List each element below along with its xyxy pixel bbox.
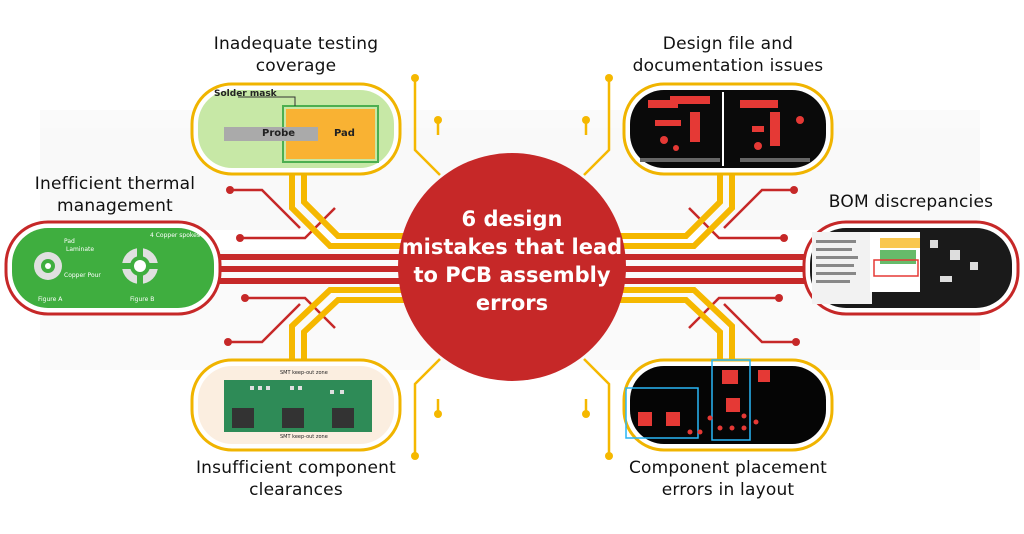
label-design-file-line1: Design file and bbox=[662, 34, 794, 54]
label-placement-line2: errors in layout bbox=[661, 480, 795, 500]
label-clearances: Insufficient component clearances bbox=[176, 457, 416, 501]
label-design-file: Design file and documentation issues bbox=[608, 33, 848, 77]
label-bom: BOM discrepancies bbox=[806, 191, 1016, 213]
yellow-thin-traces bbox=[413, 78, 611, 456]
red-trace-dots bbox=[224, 186, 800, 346]
yellow-traces bbox=[289, 172, 735, 362]
pad-label: Pad bbox=[334, 128, 355, 139]
red-bus-left bbox=[214, 254, 404, 284]
probe-label: Probe bbox=[262, 128, 296, 139]
label-thermal: Inefficient thermal management bbox=[10, 173, 220, 217]
red-bus-right bbox=[620, 254, 810, 284]
panel-bom bbox=[802, 220, 1020, 316]
label-testing: Inadequate testing coverage bbox=[190, 33, 402, 77]
label-clearances-line1: Insufficient component bbox=[195, 458, 397, 478]
label-design-file-line2: documentation issues bbox=[632, 56, 824, 76]
label-placement-line1: Component placement bbox=[628, 458, 828, 478]
label-clearances-line2: clearances bbox=[249, 480, 343, 500]
panel-thermal bbox=[4, 220, 222, 316]
thermal-pad-label: Pad bbox=[64, 238, 75, 245]
label-testing-line2: coverage bbox=[255, 56, 337, 76]
smt-keepout-bottom-label: SMT keep-out zone bbox=[280, 434, 328, 440]
figure-a-label: Figure A bbox=[38, 296, 63, 303]
copper-spokes-label: 4 Copper spokes bbox=[150, 232, 200, 239]
yellow-trace-dots bbox=[411, 74, 613, 460]
smt-keepout-top-label: SMT keep-out zone bbox=[280, 370, 328, 376]
label-placement: Component placement errors in layout bbox=[608, 457, 848, 501]
panel-testing bbox=[190, 82, 402, 176]
label-thermal-line1: Inefficient thermal bbox=[34, 174, 196, 194]
center-title: 6 design mistakes that lead to PCB assem… bbox=[400, 205, 624, 317]
laminate-label: Laminate bbox=[66, 246, 95, 253]
center-title-line3: to PCB assembly bbox=[413, 263, 611, 287]
label-bom-line1: BOM discrepancies bbox=[828, 192, 994, 212]
label-thermal-line2: management bbox=[57, 196, 173, 216]
center-title-line1: 6 design bbox=[461, 207, 563, 231]
solder-mask-label: Solder mask bbox=[214, 89, 277, 99]
center-title-line4: errors bbox=[475, 291, 549, 315]
copper-pour-label: Copper Pour bbox=[64, 272, 101, 279]
center-title-line2: mistakes that lead bbox=[401, 235, 623, 259]
panel-clearances bbox=[190, 358, 402, 452]
center-circle bbox=[398, 153, 626, 381]
panel-design-file bbox=[622, 82, 834, 176]
figure-b-label: Figure B bbox=[130, 296, 155, 303]
label-testing-line1: Inadequate testing bbox=[213, 34, 379, 54]
red-circuit-traces bbox=[228, 188, 796, 344]
panel-placement bbox=[622, 358, 834, 452]
